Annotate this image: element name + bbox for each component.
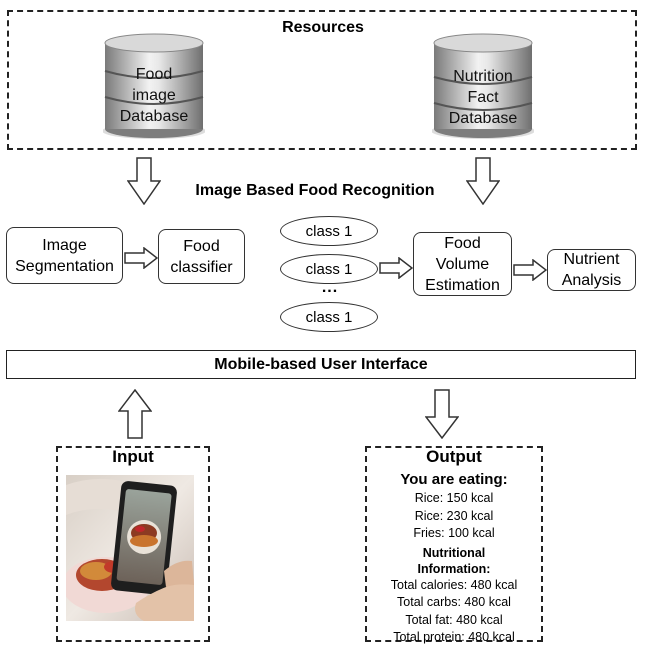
down-arrow-icon — [425, 389, 459, 439]
mobile-interface-title: Mobile-based User Interface — [214, 355, 428, 373]
nutrition-item: Total calories: 480 kcal — [390, 577, 518, 592]
output-content: You are eating: Rice: 150 kcal Rice: 230… — [367, 470, 541, 647]
food-database-label: Food image Database — [119, 66, 189, 125]
resources-panel — [7, 10, 637, 150]
phone-food-photo — [66, 475, 194, 621]
right-arrow-icon — [513, 259, 547, 281]
food-classifier-box: Food classifier — [158, 229, 245, 284]
food-database-icon — [103, 33, 205, 139]
eating-item: Fries: 100 kcal — [413, 526, 495, 540]
recognition-title: Image Based Food Recognition — [195, 182, 435, 199]
input-title: Input — [112, 447, 154, 466]
output-title: Output — [426, 447, 482, 466]
eating-item: Rice: 150 kcal — [414, 491, 494, 505]
down-arrow-icon — [127, 157, 161, 205]
output-panel — [365, 446, 543, 642]
image-segmentation-box: Image Segmentation — [6, 227, 123, 284]
resources-title: Resources — [282, 19, 364, 36]
input-panel — [56, 446, 210, 642]
nutrition-item: Total protein: 480 kcal — [393, 630, 515, 644]
up-arrow-icon — [118, 389, 152, 439]
down-arrow-icon — [466, 157, 500, 205]
nutrition-database-label: Nutrition Fact Database — [448, 68, 518, 127]
nutrition-heading-line1: Nutritional — [422, 545, 486, 560]
food-volume-estimation-box: Food Volume Estimation — [413, 232, 512, 296]
eating-item: Rice: 230 kcal — [414, 508, 494, 523]
nutrient-analysis-box: Nutrient Analysis — [547, 249, 636, 291]
right-arrow-icon — [379, 257, 413, 279]
eating-heading: You are eating: — [400, 471, 508, 488]
nutrition-heading-line2: Information: — [417, 561, 491, 576]
nutrition-item: Total carbs: 480 kcal — [397, 595, 511, 609]
class-oval: class 1 — [280, 216, 378, 246]
ellipsis: ... — [321, 279, 339, 296]
nutrition-item: Total fat: 480 kcal — [405, 612, 503, 627]
right-arrow-icon — [124, 247, 158, 269]
nutrition-database-icon — [432, 33, 534, 139]
class-oval: class 1 — [280, 254, 378, 284]
class-oval: class 1 — [280, 302, 378, 332]
mobile-interface-bar: Mobile-based User Interface — [6, 350, 636, 379]
